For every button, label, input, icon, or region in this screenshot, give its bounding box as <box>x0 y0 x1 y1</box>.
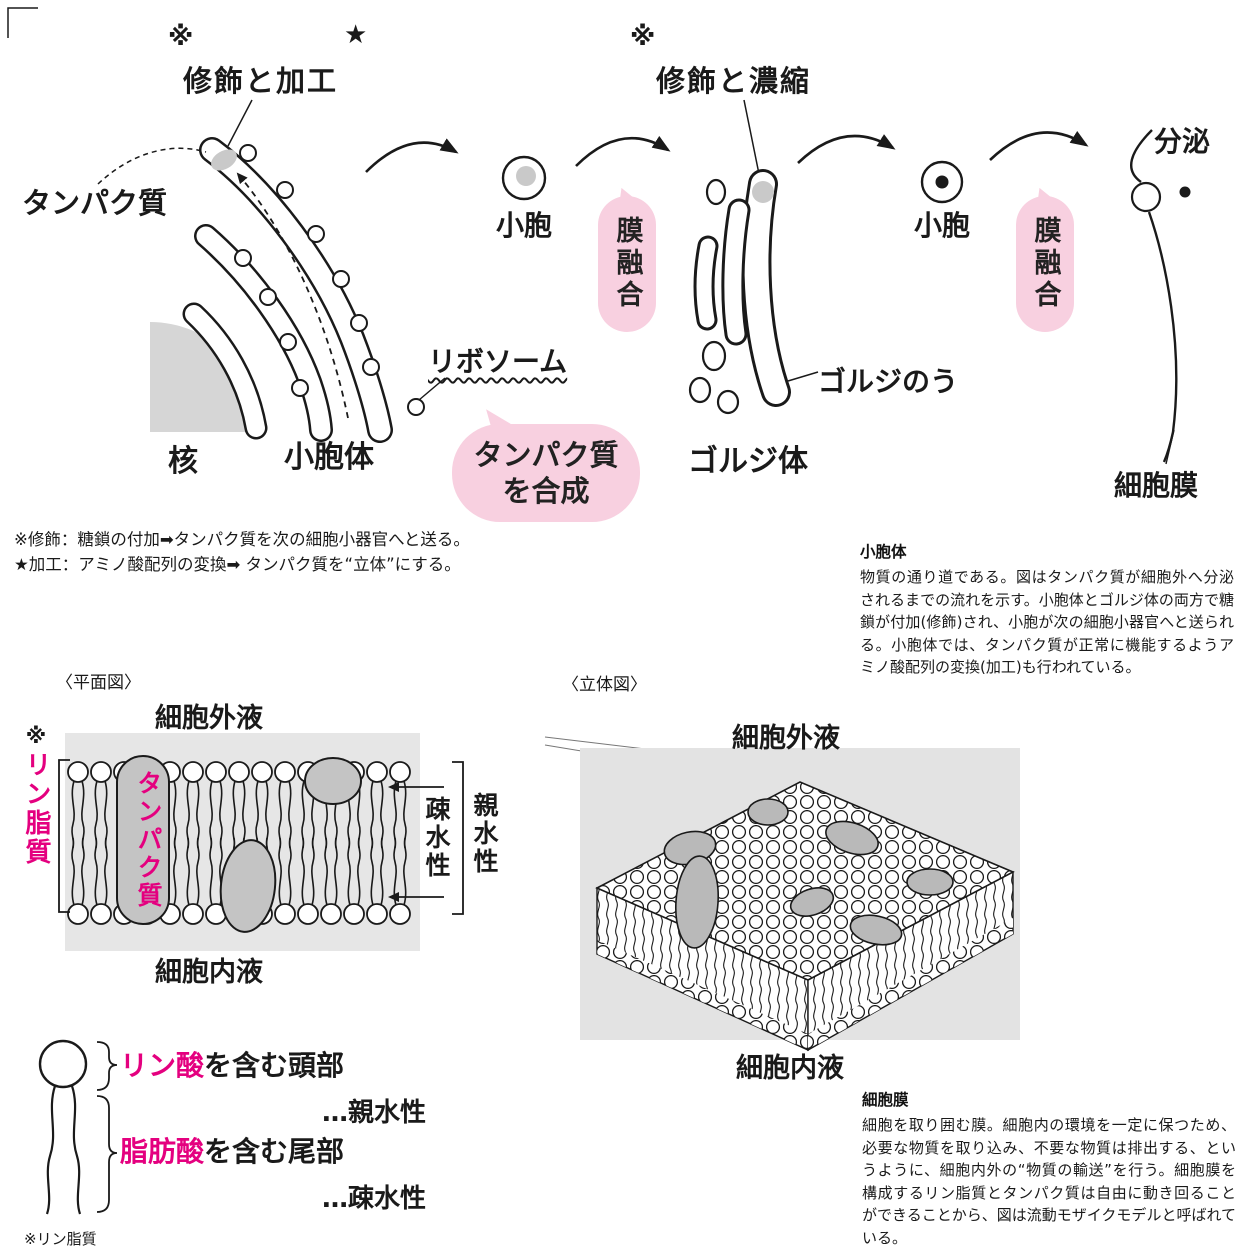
membrane-protein-label: タンパク質 <box>134 770 163 910</box>
phospholipid-label-text: リン脂質 <box>21 751 51 867</box>
tail-label: 脂肪酸を含む尾部 <box>120 1130 344 1170</box>
secretion-label: 分泌 <box>1154 125 1211 158</box>
er-group <box>97 99 446 443</box>
membrane-fusion-bubble-1: 膜融合 <box>598 196 656 332</box>
er-description-body: 物質の通り道である。図はタンパク質が細胞外へ分泌されるまでの流れを示す。小胞体と… <box>860 568 1234 676</box>
small-protein-blob <box>304 757 362 805</box>
solid-view-art <box>544 736 1020 1052</box>
hydrophobic-label: 疎水性 <box>422 796 451 880</box>
nucleus-label: 核 <box>168 444 198 479</box>
modification-concentration-leader <box>743 99 760 175</box>
vesicle-2-label: 小胞 <box>914 209 971 242</box>
membrane-description: 細胞膜 細胞を取り囲む膜。細胞内の環境を一定に保つため、必要な物質を取り込み、不… <box>862 1088 1236 1249</box>
solid-view-title: 〈立体図〉 <box>562 675 647 695</box>
golgi-group <box>688 99 819 415</box>
fatty-acid-term: 脂肪酸 <box>120 1135 205 1168</box>
modification-concentration-label: 修飾と濃縮 <box>656 64 812 98</box>
vesicle-1-label: 小胞 <box>496 209 553 242</box>
solid-extracellular-label: 細胞外液 <box>732 723 840 754</box>
flat-view-art <box>58 733 464 951</box>
cell-membrane-curve <box>1130 129 1191 465</box>
protein-synthesis-line-2: を合成 <box>502 474 590 508</box>
head-brace <box>96 1041 118 1091</box>
membrane-fusion-text-1: 膜融合 <box>611 216 643 312</box>
modification-processing-leader <box>227 99 253 147</box>
frame-corner <box>7 7 38 38</box>
nucleus-shape <box>150 322 260 432</box>
footnote-processing: ★加工：アミノ酸配列の変換➡ タンパク質を“立体”にする。 <box>14 555 461 574</box>
tail-label-rest: を含む尾部 <box>204 1135 345 1168</box>
large-protein-blob <box>116 755 170 925</box>
hydrophilic-bracket <box>452 761 464 915</box>
star-mark: ★ <box>344 20 368 50</box>
vesicle-1-shape <box>501 155 547 201</box>
head-label-rest: を含む頭部 <box>204 1049 345 1082</box>
golgi-sac-leader <box>787 371 819 382</box>
modified-protein-blob <box>211 149 237 171</box>
ribosome-label-leader <box>418 377 446 401</box>
er-description-heading: 小胞体 <box>860 543 907 561</box>
golgi-vesicles <box>688 178 740 415</box>
protein-transport-dashed-arrow <box>236 172 349 419</box>
molecule-footnote: ※リン脂質 <box>24 1230 97 1248</box>
phospholipid-note-mark: ※ <box>24 724 48 751</box>
membrane-fusion-bubble-2: 膜融合 <box>1016 196 1074 332</box>
golgi-sac-label: ゴルジのう <box>818 365 959 398</box>
solid-protein-blobs <box>663 798 954 949</box>
ribosome-dots <box>234 144 425 416</box>
er-membranes <box>182 137 393 443</box>
ribosome-label: リボソーム <box>428 345 568 378</box>
protein-label-leader <box>97 147 207 185</box>
molecule-tail-left <box>45 1085 57 1215</box>
cell-membrane-label: 細胞膜 <box>1114 469 1199 502</box>
protein-label: タンパク質 <box>22 186 168 220</box>
pathway-arrows <box>365 130 1089 173</box>
modification-processing-label: 修飾と加工 <box>183 64 339 98</box>
flat-intracellular-label: 細胞内液 <box>155 957 263 988</box>
molecule-art <box>38 1039 118 1215</box>
note-mark-2: ※ <box>630 22 656 52</box>
flat-extracellular-label: 細胞外液 <box>155 703 263 734</box>
flat-view-title: 〈平面図〉 <box>56 673 141 693</box>
protein-synthesis-line-1: タンパク質 <box>473 437 619 472</box>
head-property-label: …親水性 <box>322 1098 427 1128</box>
vesicle-2-shape <box>920 160 964 204</box>
phosphate-term: リン酸 <box>120 1049 205 1082</box>
protein-synthesis-bubble: タンパク質 を合成 <box>452 424 640 522</box>
tail-property-label: …疎水性 <box>322 1184 427 1214</box>
medium-protein-blob <box>219 839 277 933</box>
membrane-description-body: 細胞を取り囲む膜。細胞内の環境を一定に保つため、必要な物質を取り込み、不要な物質… <box>862 1116 1236 1247</box>
molecule-tail-right <box>70 1085 82 1215</box>
phospholipid-vertical-label: ※リン脂質 <box>18 724 55 867</box>
head-label: リン酸を含む頭部 <box>120 1044 344 1084</box>
membrane-protein-blobs <box>116 755 362 933</box>
molecule-head <box>38 1039 88 1089</box>
membrane-fusion-text-2: 膜融合 <box>1029 216 1061 312</box>
note-mark-1: ※ <box>168 22 194 52</box>
secreted-dot <box>1179 186 1191 198</box>
hydrophilic-label: 親水性 <box>470 792 499 876</box>
membrane-description-heading: 細胞膜 <box>862 1091 909 1109</box>
golgi-body-label: ゴルジ体 <box>688 444 808 479</box>
er-description: 小胞体 物質の通り道である。図はタンパク質が細胞外へ分泌されるまでの流れを示す。… <box>860 540 1234 679</box>
golgi-protein-blob <box>752 181 774 203</box>
er-label: 小胞体 <box>284 440 374 475</box>
solid-intracellular-label: 細胞内液 <box>736 1053 844 1084</box>
cell-membrane-label-leader <box>1165 429 1175 465</box>
footnote-modification: ※修飾：糖鎖の付加➡タンパク質を次の細胞小器官へと送る。 <box>14 530 470 549</box>
phospholipid-bracket <box>58 759 70 913</box>
tail-brace <box>96 1095 118 1213</box>
